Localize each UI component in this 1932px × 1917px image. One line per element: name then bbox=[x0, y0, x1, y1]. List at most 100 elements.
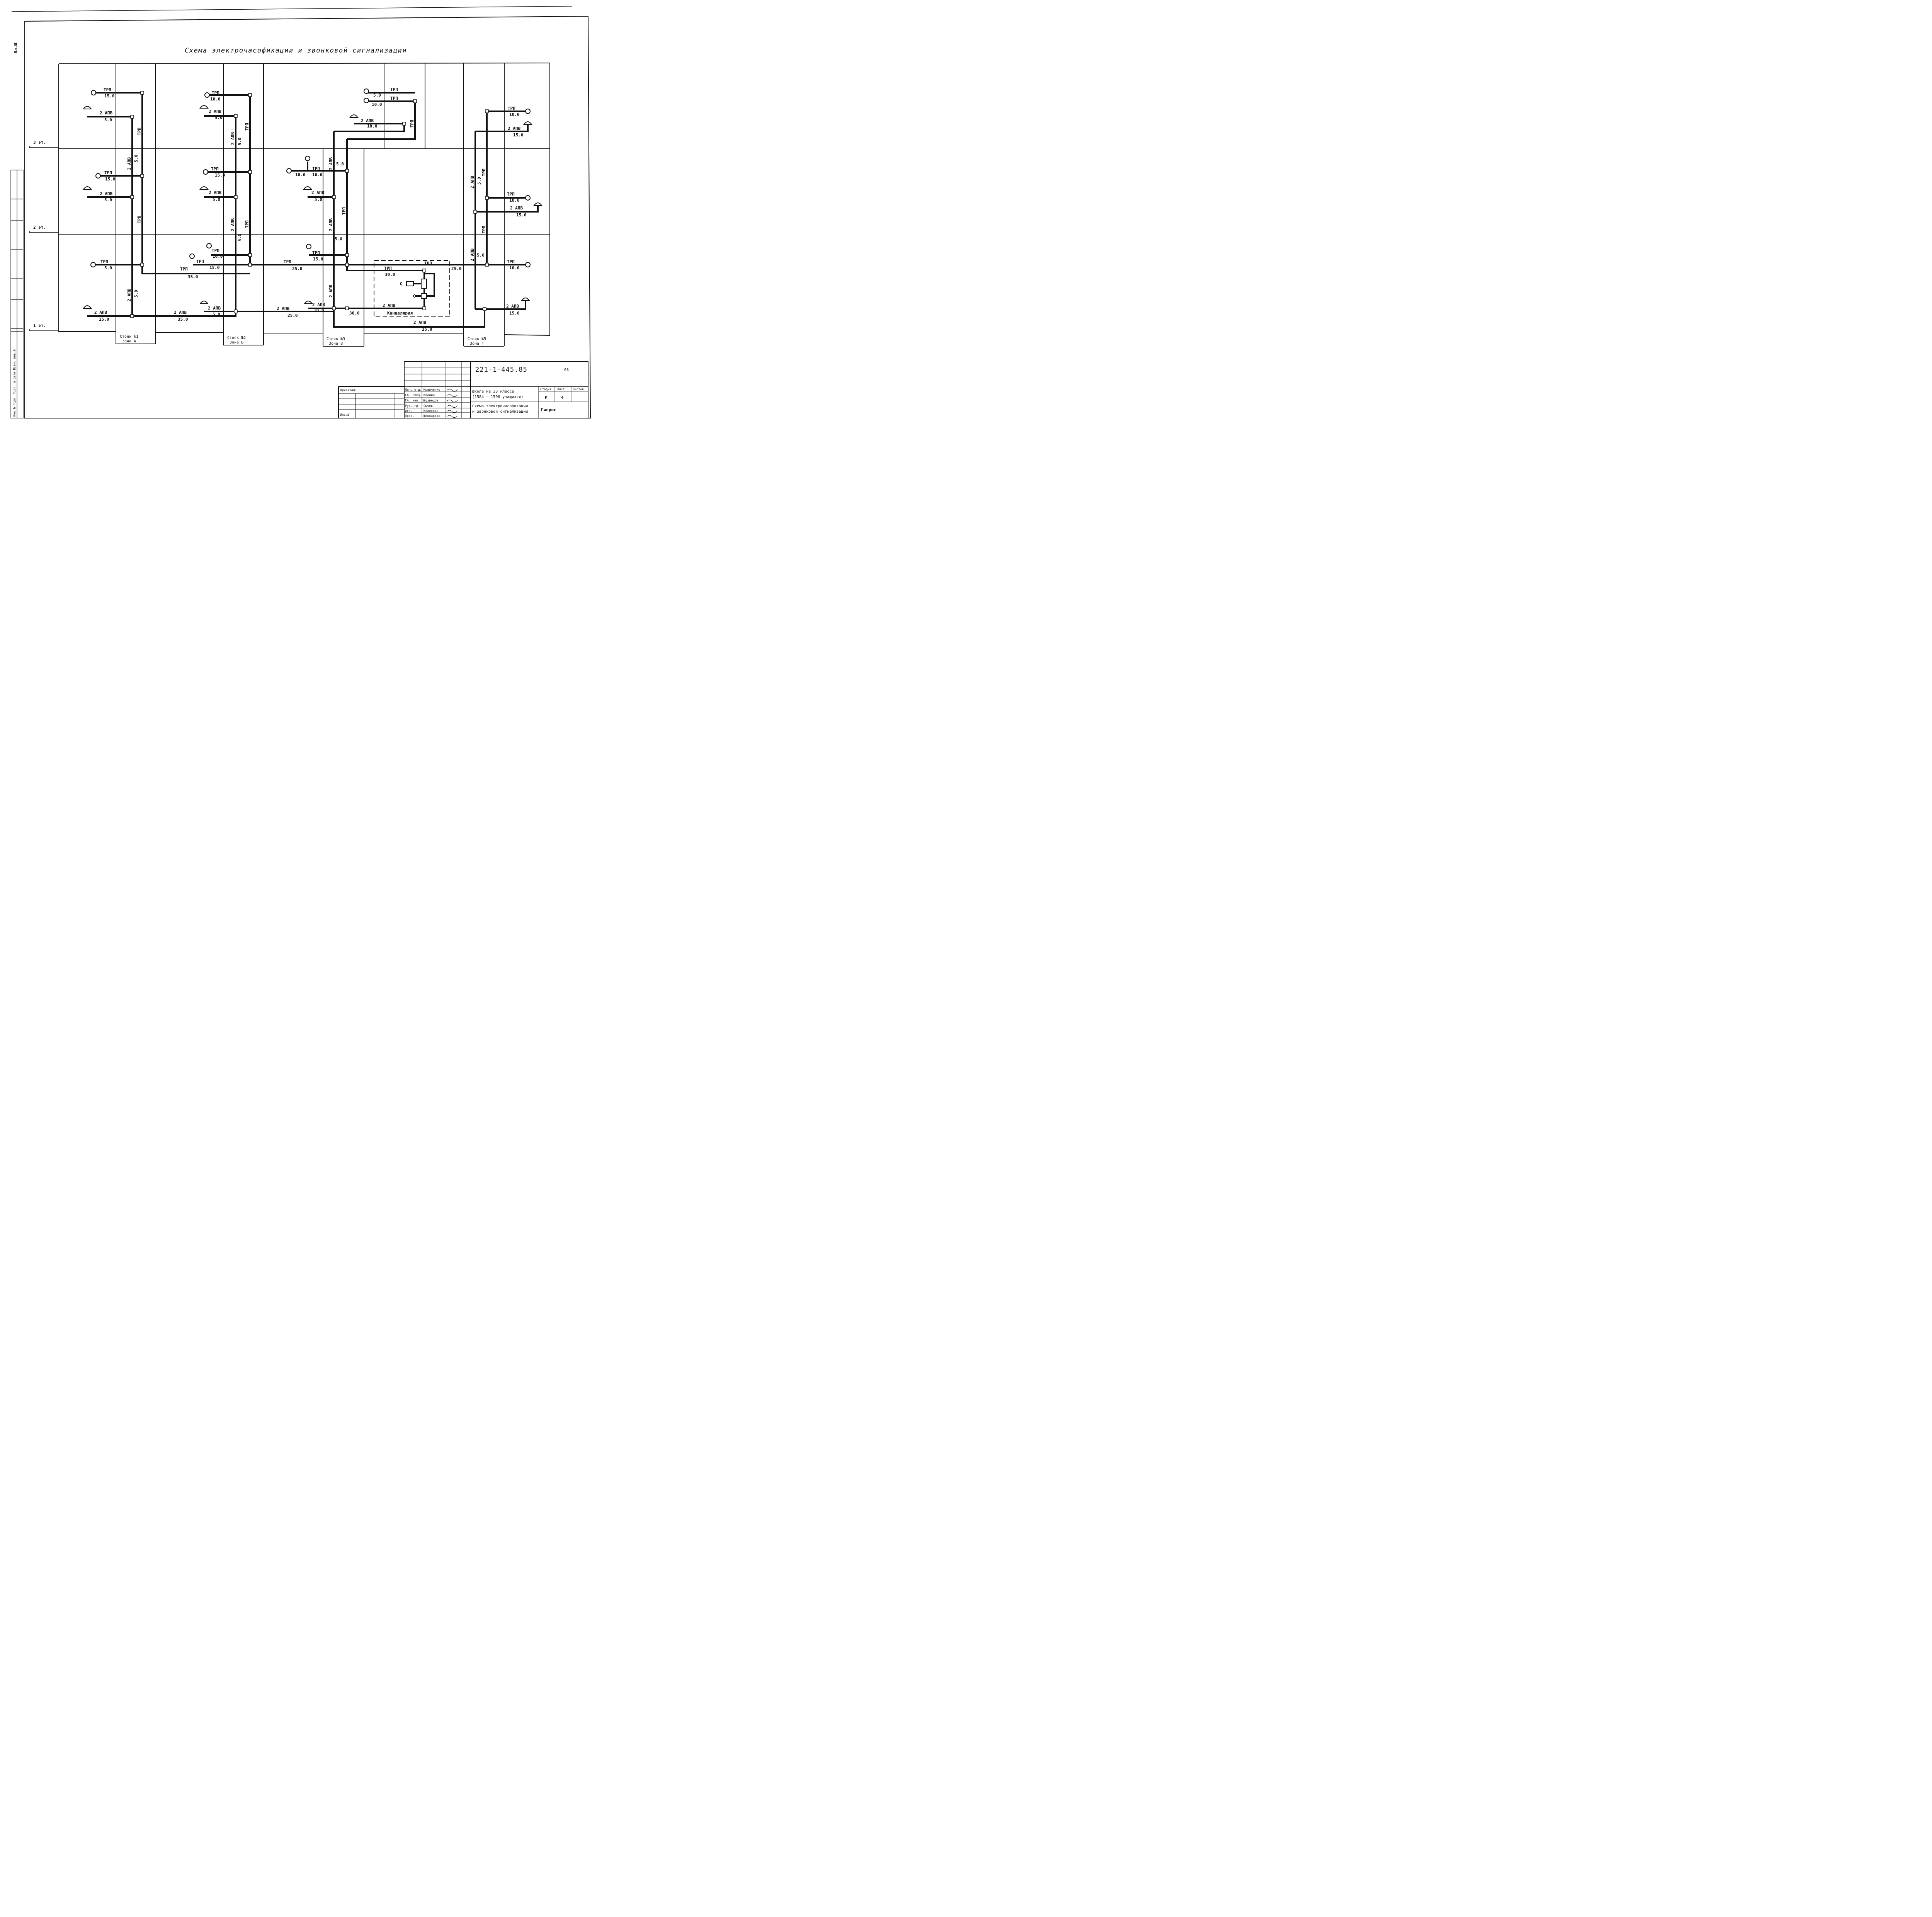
trp-label: ТРП bbox=[104, 87, 111, 92]
value-label: 15.0 bbox=[215, 173, 225, 178]
alp-label: 2 АПВ bbox=[508, 126, 520, 131]
trp-vertical: ТРП bbox=[137, 216, 142, 223]
value-label: 10.0 bbox=[509, 198, 520, 203]
value-label: 5.0 bbox=[215, 115, 223, 120]
drawing-name: Схема электрочасофикации bbox=[472, 404, 528, 408]
role-label: Исп. bbox=[405, 409, 412, 413]
person-name: Колесова bbox=[423, 409, 439, 413]
trp-vertical: ТРП bbox=[137, 128, 142, 135]
bell-icon bbox=[349, 114, 359, 118]
stoyak-3-zone: Зона В bbox=[329, 342, 343, 346]
value-vertical: 5.0 bbox=[335, 236, 342, 242]
value-label: 5.0 bbox=[315, 197, 322, 202]
bell-icon bbox=[303, 186, 312, 190]
value-label: 15.0 bbox=[516, 213, 527, 218]
alp-label: 2 АПВ bbox=[311, 190, 324, 195]
alp-label: 2 АПВ bbox=[209, 190, 221, 195]
trp-label: ТРП bbox=[284, 259, 291, 264]
power-unit-icon bbox=[421, 293, 427, 299]
value-label: 10.0 bbox=[312, 172, 323, 177]
alp-label: 2 АПВ bbox=[413, 320, 426, 325]
value-label: 10.0 bbox=[213, 254, 223, 259]
relay-icon bbox=[421, 279, 427, 289]
drawing-name-2: и звонковой сигнализации bbox=[472, 409, 528, 414]
alp-label: 2 АПВ bbox=[506, 304, 519, 309]
alp-label: 2 АПВ bbox=[100, 111, 112, 116]
sheet-frame bbox=[11, 6, 591, 418]
stage-value: Р bbox=[545, 395, 548, 400]
bell-icon bbox=[83, 106, 92, 109]
trp-label: ТРП bbox=[211, 167, 219, 172]
floor-label-3: 3 эт. bbox=[33, 140, 46, 145]
alp-label: 2 АПВ bbox=[209, 109, 221, 114]
drawing-title: Схема электрочасофикации и звонковой сиг… bbox=[185, 47, 407, 54]
sheet-label: Лл.Ш bbox=[13, 43, 18, 53]
clock-icons bbox=[90, 88, 531, 267]
inventory-label: Инв.№ bbox=[340, 413, 349, 417]
value-label: 10.0 bbox=[372, 102, 382, 107]
alp-label: 2 АПВ bbox=[208, 306, 221, 311]
clock-icon bbox=[525, 109, 531, 114]
trp-vertical: ТРП bbox=[481, 168, 486, 176]
clock-icon bbox=[286, 168, 292, 173]
value-label: 25.0 bbox=[292, 266, 303, 271]
side-stamp-text: Инв.№ подл. Подп. и дата Взам. инв.№ bbox=[13, 349, 16, 417]
person-name: Сычев bbox=[423, 404, 433, 408]
trp-label: ТРП bbox=[104, 170, 112, 175]
trp-label: ТРП bbox=[424, 261, 432, 266]
value-label: 5.0 bbox=[104, 197, 112, 202]
clock-icon bbox=[91, 90, 96, 95]
bell-icon bbox=[83, 186, 92, 190]
value-label: 15.0 bbox=[509, 311, 520, 316]
value-label: 30.0 bbox=[385, 272, 395, 277]
project-name: Школа на 33 класса bbox=[472, 390, 514, 394]
office-enclosure bbox=[374, 260, 450, 317]
value-label: 10.0 bbox=[295, 172, 306, 177]
value-label: 15.0 bbox=[313, 257, 323, 262]
sheet-value: 4 bbox=[561, 395, 564, 400]
alp-vertical: 2 АПВ bbox=[230, 218, 235, 231]
alp-vertical: 2 АПВ bbox=[328, 218, 333, 231]
alp-vertical: 2 АПВ bbox=[470, 176, 475, 189]
side-stamp bbox=[10, 170, 24, 418]
trp-vertical: ТРП bbox=[245, 123, 250, 131]
value-vertical: 5.0 bbox=[237, 138, 242, 145]
bell-icon bbox=[199, 301, 209, 304]
electrical-schematic: Лл.Ш Инв.№ подл. Подп. и дата Взам. инв.… bbox=[10, 6, 591, 418]
alp-label: 2 АПВ bbox=[174, 310, 187, 315]
person-name: Шинкарёва bbox=[423, 414, 440, 418]
trp-label: ТРП bbox=[312, 166, 320, 171]
clock-icon bbox=[364, 98, 369, 103]
clock-icon bbox=[306, 244, 311, 249]
trp-vertical: ТРП bbox=[342, 207, 347, 215]
bell-icon bbox=[199, 186, 209, 190]
value-label: 25.0 bbox=[422, 327, 432, 332]
trp-label: ТРП bbox=[507, 259, 515, 264]
trp-vertical: ТРП bbox=[410, 120, 415, 128]
role-label: Рук. гр. bbox=[405, 404, 420, 408]
clock-icon bbox=[525, 195, 531, 201]
bell-icon bbox=[304, 301, 313, 304]
role-label: Гл. инж. пр. bbox=[405, 399, 427, 402]
privyazan-label: Привязан: bbox=[340, 388, 357, 392]
value-vertical: 5.0 bbox=[134, 290, 139, 298]
clock-icon bbox=[525, 262, 531, 267]
clock-icon bbox=[204, 92, 210, 98]
person-name: Кузнецов bbox=[423, 399, 439, 402]
clock-icon bbox=[90, 262, 96, 267]
bell-icon bbox=[521, 298, 530, 301]
trp-label: ТРП bbox=[312, 250, 320, 255]
doc-code: 221-1-445.85 bbox=[475, 366, 527, 374]
alp-vertical: 2 АПВ bbox=[127, 289, 132, 301]
value-vertical: 5.0 bbox=[477, 253, 485, 258]
person-name: Кравченко bbox=[423, 388, 440, 391]
alp-vertical: 2 АПВ bbox=[127, 157, 132, 170]
bell-icon bbox=[199, 105, 209, 109]
value-label: 35.0 bbox=[178, 317, 188, 322]
stage-header: Стадия bbox=[540, 388, 551, 391]
master-clock-icon bbox=[406, 281, 414, 286]
value-label: 5.0 bbox=[373, 93, 381, 98]
alp-label: 2 АПВ bbox=[94, 310, 107, 315]
floor-label-1: 1 эт. bbox=[33, 323, 46, 328]
plug-icon bbox=[413, 294, 415, 298]
